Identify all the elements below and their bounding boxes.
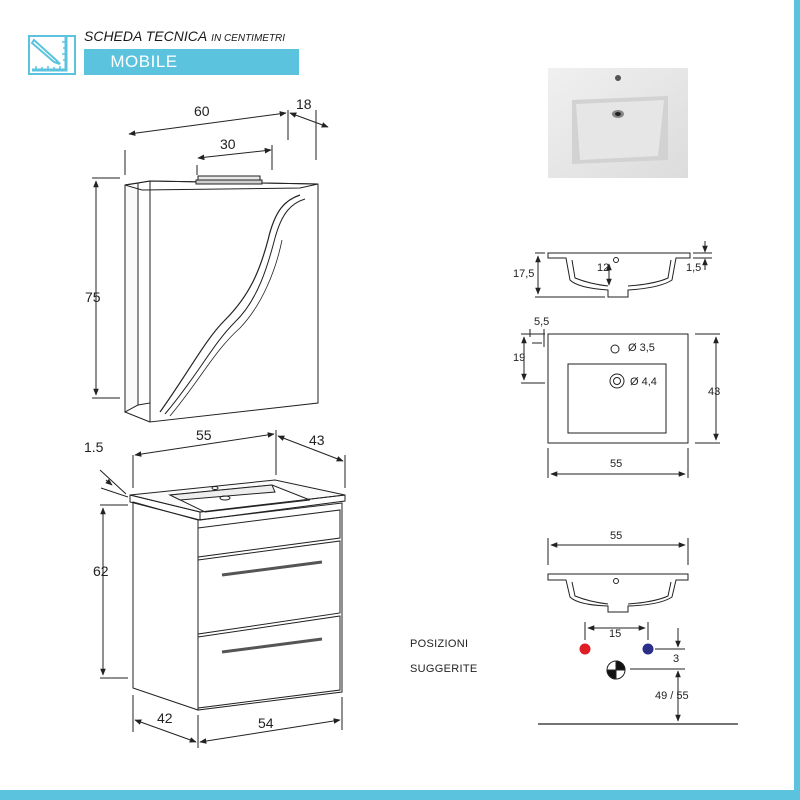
positions-label-1: POSIZIONI — [410, 638, 469, 650]
tap-offset-label: 3 — [673, 653, 680, 665]
base-cabinet — [129, 479, 346, 711]
section-depth-label: 12 — [597, 262, 610, 274]
section-rim-label: 1,5 — [686, 262, 702, 274]
base-dimensions — [99, 430, 346, 748]
drain-symbol — [606, 660, 626, 680]
drain-height-label: 49 / 55 — [655, 690, 689, 702]
top-thickness-label: 1.5 — [84, 439, 104, 455]
base-width-label: 54 — [258, 715, 274, 731]
basin-photo — [548, 68, 688, 178]
ruler-pencil-icon — [28, 35, 76, 75]
basin-top-view — [521, 329, 720, 478]
cold-water-dot — [642, 643, 654, 655]
top-depth-dim-label: 43 — [708, 386, 721, 398]
right-accent-bar — [794, 0, 800, 800]
top-offset-y-label: 19 — [513, 352, 526, 364]
lamp-width-label: 30 — [220, 136, 236, 152]
top-width-label: 55 — [196, 427, 212, 443]
base-height-label: 62 — [93, 563, 109, 579]
tap-hole-label: Ø 3,5 — [628, 342, 655, 354]
mirror-width-label: 60 — [194, 103, 210, 119]
front-width-label: 55 — [610, 530, 623, 542]
basin-section — [535, 241, 712, 298]
section-height-label: 17,5 — [513, 268, 535, 280]
mirror-cabinet — [124, 175, 319, 423]
positions-label-2: SUGGERITE — [410, 663, 478, 675]
suggested-positions — [538, 622, 738, 725]
hot-water-dot — [579, 643, 591, 655]
top-depth-label: 43 — [309, 432, 325, 448]
sheet-subtitle: IN CENTIMETRI — [211, 33, 286, 44]
top-width-dim-label: 55 — [610, 458, 623, 470]
drain-hole-label: Ø 4,4 — [630, 376, 657, 388]
bottom-accent-bar — [0, 790, 800, 800]
section-band: MOBILE — [84, 49, 299, 75]
mirror-depth-label: 18 — [296, 96, 312, 112]
mirror-height-label: 75 — [85, 289, 101, 305]
top-offset-x-label: 5,5 — [534, 316, 550, 328]
base-depth-label: 42 — [157, 710, 173, 726]
section-label: MOBILE — [110, 52, 178, 71]
mirror-dimensions — [92, 110, 329, 399]
tap-spacing-label: 15 — [609, 628, 622, 640]
basin-front-view — [547, 538, 689, 613]
